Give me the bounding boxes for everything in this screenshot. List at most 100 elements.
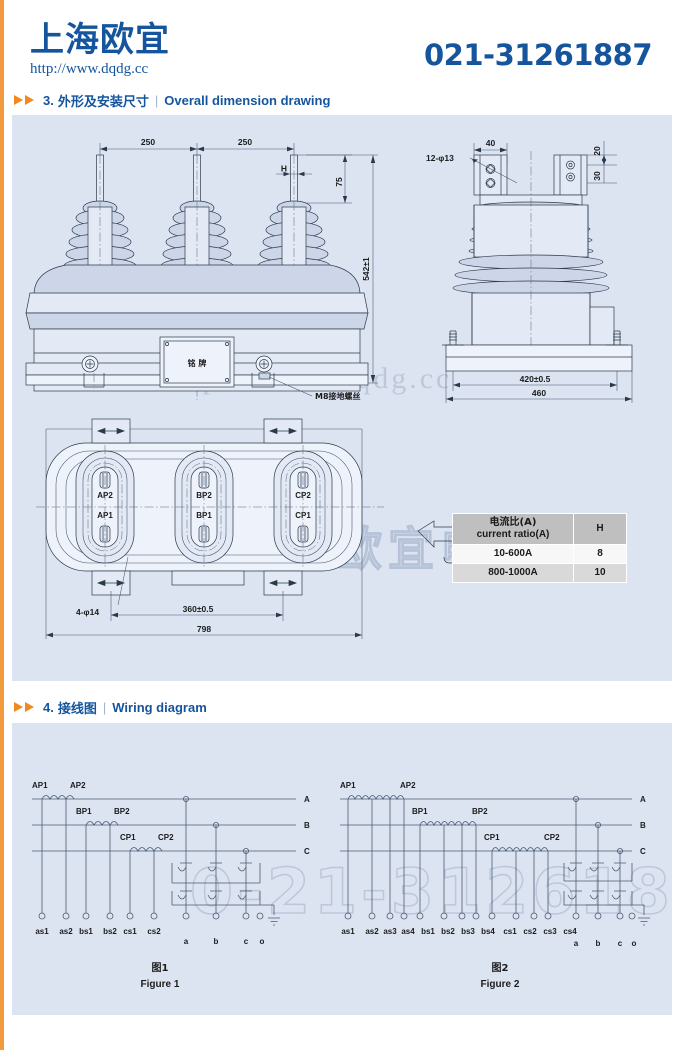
section-title-cn: 接线图: [57, 701, 97, 717]
primary-label-cp1: CP1: [120, 833, 136, 842]
secondary-terminal-cs4: cs4: [563, 927, 577, 936]
dimension-drawing-panel: http://www.dqdg.cc 上海欧宜电气 250 250 H 75: [12, 115, 672, 681]
secondary-terminal-as1: as1: [341, 927, 355, 936]
phase-label-c: C: [304, 847, 310, 856]
secondary-terminal-bs1: bs1: [421, 927, 435, 936]
phase-label-a: A: [304, 795, 310, 804]
secondary-terminal-as1: as1: [35, 927, 49, 936]
secondary-terminal-as2: as2: [59, 927, 73, 936]
figure2-caption-cn: 图2: [492, 962, 509, 974]
secondary-terminal-as2: as2: [365, 927, 379, 936]
section-title-dimension: 3. 外形及安装尺寸 | Overall dimension drawing: [14, 91, 331, 110]
header-current-ratio: 电流比(A) current ratio(A): [452, 513, 574, 545]
cell-ratio-range: 10-600A: [452, 544, 574, 564]
section-number: 4.: [43, 699, 54, 715]
terminal-label-ap1: AP1: [97, 511, 113, 520]
table-row: 10-600A 8: [452, 544, 627, 564]
brand-name-cn: 上海欧宜: [30, 20, 170, 60]
primary-label-ap2: AP2: [400, 781, 416, 790]
section-number: 3.: [43, 92, 54, 108]
secondary-terminal-cs1: cs1: [503, 927, 517, 936]
dim-bushing-top: 75: [334, 177, 344, 187]
output-terminal-a: a: [574, 939, 579, 948]
section-title-wiring: 4. 接线图 | Wiring diagram: [14, 698, 207, 717]
dim-overall-length: 798: [197, 624, 211, 634]
primary-label-ap1: AP1: [32, 781, 48, 790]
primary-label-cp1: CP1: [484, 833, 500, 842]
brand-logo: 上海欧宜 http://www.dqdg.cc: [30, 22, 170, 78]
figure2-caption-en: Figure 2: [481, 979, 520, 990]
contact-phone: 021-31261887: [424, 38, 653, 72]
secondary-terminal-cs3: cs3: [543, 927, 557, 936]
secondary-terminal-bs3: bs3: [461, 927, 475, 936]
dim-base-holes: 420±0.5: [520, 374, 551, 384]
primary-label-ap1: AP1: [340, 781, 356, 790]
section-separator: |: [102, 699, 107, 715]
dim-pitch-right: 250: [238, 137, 252, 147]
phase-label-b: B: [304, 821, 310, 830]
section-separator: |: [154, 92, 159, 108]
primary-label-bp2: BP2: [472, 807, 488, 816]
output-terminal-c: c: [618, 939, 623, 948]
section-title-en: Overall dimension drawing: [164, 92, 331, 108]
terminal-label-cp1: CP1: [295, 511, 311, 520]
cell-ratio-range: 800-1000A: [452, 563, 574, 583]
phase-label-b: B: [640, 821, 646, 830]
cell-h-value: 10: [573, 563, 627, 583]
double-arrow-icon: [14, 94, 36, 106]
ground-screw-label: M8接地螺丝: [315, 391, 361, 400]
primary-label-bp1: BP1: [76, 807, 92, 816]
dim-mount-holes: 4-φ14: [76, 607, 99, 617]
dim-base-width: 460: [532, 388, 546, 398]
page-edge-accent: [0, 0, 4, 1050]
dim-pitch-left: 250: [141, 137, 155, 147]
output-terminal-a: a: [184, 937, 189, 946]
section-title-cn: 外形及安装尺寸: [57, 94, 149, 110]
secondary-terminal-bs4: bs4: [481, 927, 495, 936]
dim-hole-pitch: 360±0.5: [183, 604, 214, 614]
figure1-caption-en: Figure 1: [141, 979, 180, 990]
dim-bushing-h: H: [281, 164, 287, 174]
page-header: 上海欧宜 http://www.dqdg.cc 021-31261887: [0, 0, 680, 88]
table-header-row: 电流比(A) current ratio(A) H: [452, 513, 627, 545]
side-view-drawing: 40 12-φ13 20 30: [426, 138, 633, 403]
output-terminal-b: b: [214, 937, 219, 946]
secondary-terminal-bs2: bs2: [103, 927, 117, 936]
nameplate-label: 铭 牌: [188, 358, 207, 368]
dim-gap-bottom: 30: [592, 171, 602, 181]
dim-terminal-width: 40: [486, 138, 496, 148]
header-current-ratio-cn: 电流比(A): [489, 517, 537, 528]
dim-gap-top: 20: [592, 146, 602, 156]
terminal-label-cp2: CP2: [295, 491, 311, 500]
phase-label-a: A: [640, 795, 646, 804]
secondary-terminal-bs2: bs2: [441, 927, 455, 936]
secondary-terminal-cs2: cs2: [147, 927, 161, 936]
primary-label-ap2: AP2: [70, 781, 86, 790]
cell-h-value: 8: [573, 544, 627, 564]
primary-label-cp2: CP2: [158, 833, 174, 842]
current-ratio-table: 电流比(A) current ratio(A) H 10-600A 8 800-…: [452, 513, 627, 583]
double-arrow-icon: [14, 701, 36, 713]
primary-label-cp2: CP2: [544, 833, 560, 842]
dim-hole-spec: 12-φ13: [426, 153, 454, 163]
section-title-en: Wiring diagram: [112, 699, 207, 715]
header-h: H: [573, 513, 627, 545]
table-row: 800-1000A 10: [452, 563, 627, 583]
terminal-label-bp2: BP2: [196, 491, 212, 500]
terminal-label-ap2: AP2: [97, 491, 113, 500]
output-terminal-c: c: [244, 937, 249, 946]
phase-label-c: C: [640, 847, 646, 856]
wiring-diagram-panel: 0-21-31261887 A B C AP1 AP2 BP1 BP2 CP1 …: [12, 723, 672, 1015]
secondary-terminal-bs1: bs1: [79, 927, 93, 936]
primary-label-bp1: BP1: [412, 807, 428, 816]
figure1-caption-cn: 图1: [152, 962, 169, 974]
figure1-wiring-diagram: A B C AP1 AP2 BP1 BP2 CP1 CP2: [32, 781, 310, 990]
dim-total-height: 542±1: [361, 257, 371, 281]
output-terminal-o: o: [260, 937, 265, 946]
output-terminal-b: b: [596, 939, 601, 948]
header-current-ratio-en: current ratio(A): [476, 529, 550, 540]
secondary-terminal-cs2: cs2: [523, 927, 537, 936]
front-view-drawing: 250 250 H 75: [25, 137, 378, 400]
secondary-terminal-as4: as4: [401, 927, 415, 936]
output-terminal-o: o: [632, 939, 637, 948]
